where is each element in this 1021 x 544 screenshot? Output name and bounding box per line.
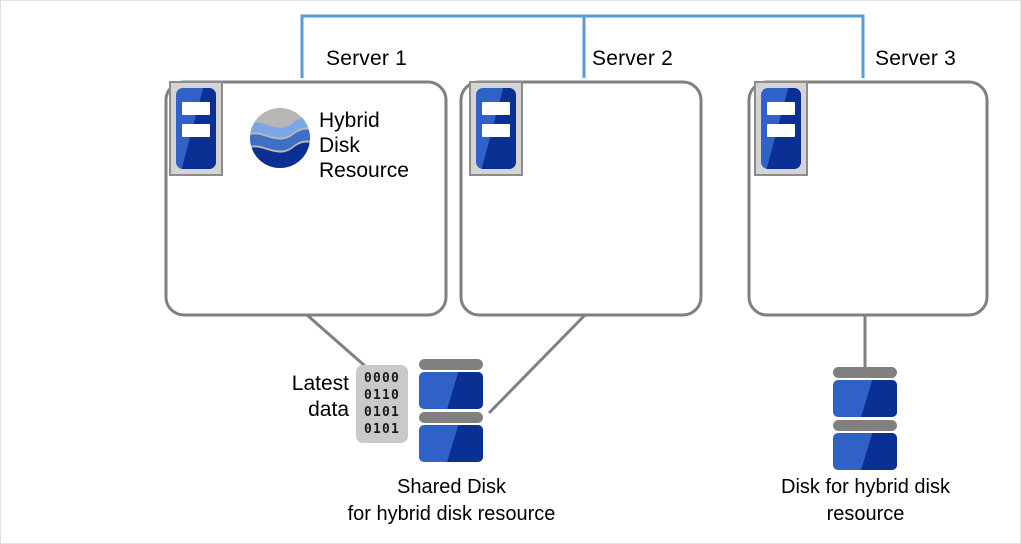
binary-row: 0000 xyxy=(363,370,401,386)
latest-data-label: Latest data xyxy=(291,372,349,421)
server-bar xyxy=(482,124,510,137)
server-3-label: Server 3 xyxy=(875,47,956,70)
binary-row: 0101 xyxy=(363,404,401,420)
server-2-label: Server 2 xyxy=(592,47,673,70)
shared-disk-stack-icon[interactable] xyxy=(419,359,483,462)
disk-slab xyxy=(833,380,897,417)
server-1-chassis-icon xyxy=(169,81,223,176)
server-bar xyxy=(482,102,510,115)
hybrid-disk-caption: Disk for hybrid disk resource xyxy=(781,476,950,525)
binary-row: 0101 xyxy=(363,421,401,437)
disk-plate xyxy=(833,420,897,431)
disk-slab xyxy=(419,372,483,409)
disk-plate xyxy=(419,359,483,370)
server-bar xyxy=(767,124,795,137)
disk-slab xyxy=(833,433,897,470)
server-3-chassis-icon xyxy=(754,81,808,176)
connector-server2-shared-disk xyxy=(487,313,587,415)
server-2-chassis-icon xyxy=(469,81,523,176)
disk-plate xyxy=(833,367,897,378)
binary-row: 0110 xyxy=(363,387,401,403)
server-1-label: Server 1 xyxy=(326,47,407,70)
disk-slab xyxy=(419,425,483,462)
server-bar xyxy=(182,124,210,137)
server-bar xyxy=(182,102,210,115)
hybrid-disk-resource-label: Hybrid Disk Resource xyxy=(319,109,409,182)
globe-icon xyxy=(250,108,310,168)
disk-plate xyxy=(419,412,483,423)
hybrid-disk-stack-icon[interactable] xyxy=(833,367,897,470)
shared-disk-caption: Shared Disk for hybrid disk resource xyxy=(347,476,556,525)
binary-data-icon: 0000 0110 0101 0101 xyxy=(356,365,408,443)
server-bar xyxy=(767,102,795,115)
